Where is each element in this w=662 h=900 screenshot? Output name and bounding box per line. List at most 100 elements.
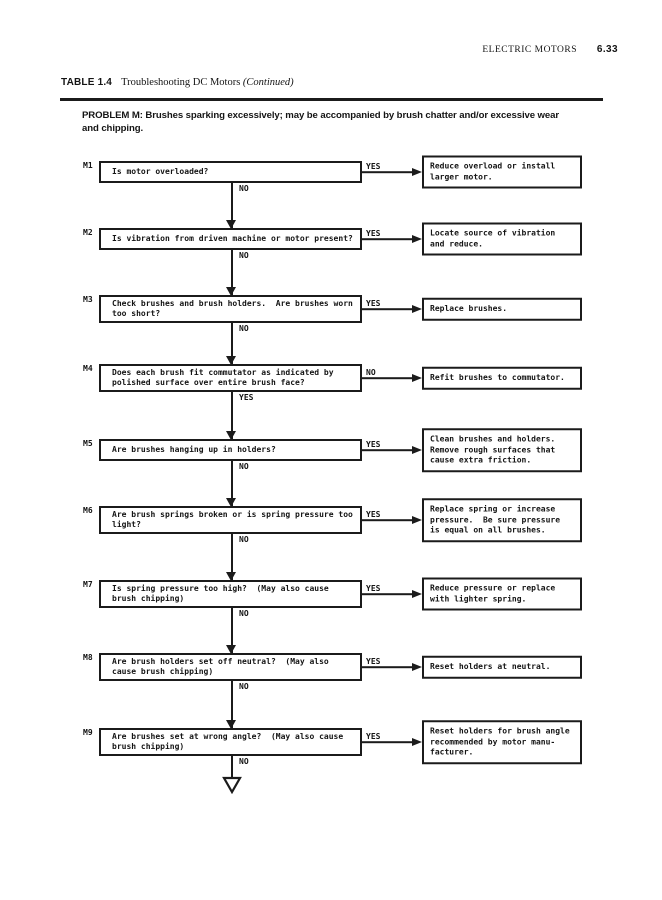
question-text: Is motor overloaded?	[112, 166, 209, 176]
question-box: Are brushes hanging up in holders?	[99, 439, 362, 461]
branch-arrow-line	[362, 741, 414, 743]
action-text: Replace brushes.	[430, 303, 508, 313]
action-box: Reduce pressure or replace with lighter …	[422, 577, 582, 611]
branch-label: YES	[366, 162, 381, 171]
connector-label: NO	[239, 535, 249, 544]
arrow-right-icon	[412, 446, 422, 454]
connector-line	[231, 392, 233, 439]
arrow-right-icon	[412, 168, 422, 176]
step-id: M6	[83, 506, 93, 515]
branch-arrow-line	[362, 519, 414, 521]
branch-arrow-line	[362, 593, 414, 595]
question-box: Check brushes and brush holders. Are bru…	[99, 295, 362, 323]
step-id: M5	[83, 439, 93, 448]
arrow-down-icon	[226, 431, 236, 440]
branch-label: YES	[366, 229, 381, 238]
connector-line	[231, 461, 233, 506]
arrow-right-icon	[412, 235, 422, 243]
action-text: Replace spring or increase pressure. Be …	[430, 504, 561, 535]
action-text: Refit brushes to commutator.	[430, 372, 565, 382]
connector: NO	[0, 534, 662, 581]
arrow-down-icon	[226, 220, 236, 229]
action-box: Reduce overload or install larger motor.	[422, 155, 582, 189]
question-text: Check brushes and brush holders. Are bru…	[112, 298, 353, 319]
connector-label: NO	[239, 757, 249, 766]
connector-label: NO	[239, 462, 249, 471]
flowchart-row: M3 Check brushes and brush holders. Are …	[0, 295, 662, 323]
arrow-down-icon	[226, 287, 236, 296]
connector: NO	[0, 250, 662, 296]
connector: NO	[0, 461, 662, 507]
flowchart-row: M5 Are brushes hanging up in holders? YE…	[0, 428, 662, 472]
connector-line	[231, 534, 233, 580]
flowchart-row: M2 Is vibration from driven machine or m…	[0, 222, 662, 256]
flowchart-row: M6 Are brush springs broken or is spring…	[0, 498, 662, 542]
arrow-down-icon	[226, 498, 236, 507]
connector-line	[231, 681, 233, 728]
arrow-down-icon	[226, 572, 236, 581]
question-box: Are brush springs broken or is spring pr…	[99, 506, 362, 534]
branch-label: YES	[366, 510, 381, 519]
arrow-down-icon	[226, 645, 236, 654]
flow-end-arrow-icon	[222, 776, 242, 794]
connector: NO	[0, 608, 662, 654]
action-box: Reset holders at neutral.	[422, 655, 582, 679]
branch-label: YES	[366, 657, 381, 666]
branch-arrow-line	[362, 666, 414, 668]
page-title: ELECTRIC MOTORS	[482, 45, 578, 55]
action-text: Reset holders at neutral.	[430, 661, 551, 671]
branch-arrow-line	[362, 308, 414, 310]
step-id: M3	[83, 295, 93, 304]
arrow-right-icon	[412, 305, 422, 313]
caption-label: TABLE 1.4	[61, 77, 113, 88]
question-box: Is motor overloaded?	[99, 161, 362, 183]
connector-label: NO	[239, 184, 249, 193]
action-box: Refit brushes to commutator.	[422, 366, 582, 390]
connector-line	[231, 608, 233, 653]
question-box: Is spring pressure too high? (May also c…	[99, 580, 362, 608]
branch-label: NO	[366, 368, 376, 377]
connector-label: NO	[239, 324, 249, 333]
step-id: M1	[83, 161, 93, 170]
connector-label: NO	[239, 251, 249, 260]
flowchart-row: M4 Does each brush fit commutator as ind…	[0, 364, 662, 392]
action-box: Replace spring or increase pressure. Be …	[422, 498, 582, 542]
problem-heading: PROBLEM M: Brushes sparking excessively;…	[82, 110, 606, 135]
question-text: Is spring pressure too high? (May also c…	[112, 583, 329, 604]
flowchart-row: M8 Are brush holders set off neutral? (M…	[0, 653, 662, 681]
question-text: Does each brush fit commutator as indica…	[112, 367, 334, 388]
action-box: Clean brushes and holders. Remove rough …	[422, 428, 582, 472]
arrow-right-icon	[412, 663, 422, 671]
connector-label: NO	[239, 609, 249, 618]
connector: NO	[0, 323, 662, 365]
caption-title: Troubleshooting DC Motors	[121, 77, 241, 88]
problem-label: PROBLEM M:	[82, 110, 143, 121]
branch-arrow-line	[362, 377, 414, 379]
arrow-down-icon	[226, 720, 236, 729]
connector-line	[231, 323, 233, 364]
connector-line	[231, 250, 233, 295]
question-box: Are brush holders set off neutral? (May …	[99, 653, 362, 681]
step-id: M4	[83, 364, 93, 373]
branch-label: YES	[366, 440, 381, 449]
action-box: Replace brushes.	[422, 297, 582, 321]
action-box: Reset holders for brush angle recommende…	[422, 720, 582, 764]
terminal-connector: NO	[0, 756, 662, 777]
action-box: Locate source of vibration and reduce.	[422, 222, 582, 256]
branch-label: YES	[366, 584, 381, 593]
action-text: Reduce overload or install larger motor.	[430, 161, 556, 182]
page-header: ELECTRIC MOTORS 6.33	[0, 44, 618, 55]
action-text: Locate source of vibration and reduce.	[430, 228, 556, 249]
question-text: Are brushes hanging up in holders?	[112, 444, 276, 454]
step-id: M8	[83, 653, 93, 662]
connector-label: NO	[239, 682, 249, 691]
arrow-right-icon	[412, 590, 422, 598]
flowchart-row: M1 Is motor overloaded? YES Reduce overl…	[0, 155, 662, 189]
question-box: Is vibration from driven machine or moto…	[99, 228, 362, 250]
question-text: Are brush springs broken or is spring pr…	[112, 509, 353, 530]
branch-arrow-line	[362, 238, 414, 240]
action-text: Reset holders for brush angle recommende…	[430, 726, 570, 757]
arrow-right-icon	[412, 374, 422, 382]
